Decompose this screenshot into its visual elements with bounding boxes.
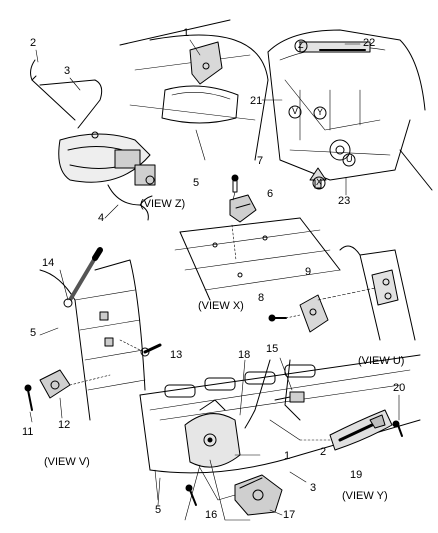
view-label-x: (VIEW X) [198,300,244,312]
callout-11: 11 [22,426,34,438]
callout-3-lower: 3 [310,482,317,494]
part-1-latch [184,413,241,468]
view-marker-u: U [346,154,353,164]
callout-9: 9 [305,266,312,278]
callout-15: 15 [266,343,279,355]
part-20-screw [397,424,403,437]
view-marker-v-circle [288,105,302,119]
view-u-artwork [268,245,416,341]
callout-14: 14 [42,257,55,269]
view-arrow [309,167,327,189]
view-marker-y: Y [317,107,324,117]
view-marker-z-circle [294,39,308,53]
view-label-v: (VIEW V) [44,456,90,468]
callout-6: 6 [267,188,274,200]
part-14-strut [68,256,97,302]
callout-5-bottom: 5 [155,504,162,516]
view-z-artwork [30,19,269,221]
callout-7: 7 [257,155,264,167]
callout-21: 21 [250,95,263,107]
callout-20: 20 [393,382,406,394]
view-marker-u-circle [342,153,356,167]
callout-18: 18 [238,349,251,361]
view-marker-v: V [292,106,299,116]
part-13-bolt [143,343,162,354]
callout-1: 1 [183,27,190,39]
part-11-screw [27,389,33,411]
part-12-bumper [39,369,71,399]
callout-12: 12 [58,419,71,431]
callout-5: 5 [193,177,200,189]
view-y-artwork [139,354,421,521]
part-7-bolt [232,179,238,193]
callout-2: 2 [30,37,37,49]
part-6-striker [229,194,257,223]
view-label-z: (VIEW Z) [140,198,186,210]
callout-8: 8 [258,292,265,304]
callout-17: 17 [283,509,296,521]
view-marker-y-circle [313,106,327,120]
part-17-lock [234,474,283,516]
handle-body [58,133,151,183]
callout-5-left: 5 [30,327,37,339]
view-marker-z: Z [298,40,304,50]
callout-23: 23 [338,195,351,207]
callout-16: 16 [205,509,218,521]
view-marker-x: X [316,177,323,187]
callout-3: 3 [64,65,71,77]
callout-22: 22 [363,37,376,49]
view-label-u: (VIEW U) [358,355,405,367]
callout-4: 4 [98,212,105,224]
part-3-rod [39,79,103,129]
view-x-artwork [174,174,341,301]
callout-19: 19 [350,469,363,481]
view-marker-x-circle [312,176,326,190]
part-16-screw [189,489,197,506]
callout-2-lower: 2 [320,446,327,458]
view-v-artwork [24,247,162,423]
callout-1-lower: 1 [284,450,291,462]
vehicle-rear-artwork [261,29,433,196]
part-9-plate [299,294,329,333]
view-label-y: (VIEW Y) [342,490,388,502]
callout-13: 13 [170,349,183,361]
